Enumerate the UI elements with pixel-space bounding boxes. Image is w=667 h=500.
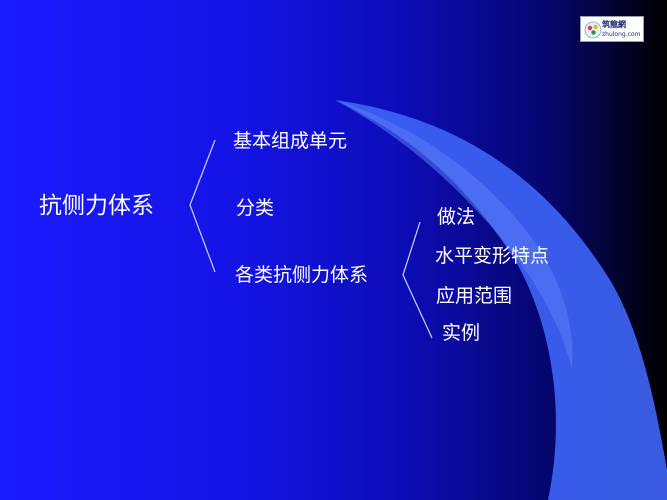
zhulong-logo-icon [584,21,602,39]
child-node-classification: 分类 [236,197,275,219]
logo-name: 筑龍網 [602,20,626,29]
grandchild-node-examples: 实例 [442,322,481,344]
child-node-lateral-systems: 各类抗侧力体系 [235,264,369,286]
child-node-basic-units: 基本组成单元 [233,130,348,152]
grandchild-node-deformation: 水平变形特点 [435,245,550,267]
bracket-level2 [402,221,433,339]
logo-domain: zhulong.com [602,31,641,38]
grandchild-node-application: 应用范围 [436,285,513,307]
site-logo[interactable]: 筑龍網 zhulong.com [580,16,644,42]
grandchild-node-method: 做法 [437,206,476,228]
root-node-label: 抗侧力体系 [39,193,154,219]
bracket-level1 [189,139,216,273]
